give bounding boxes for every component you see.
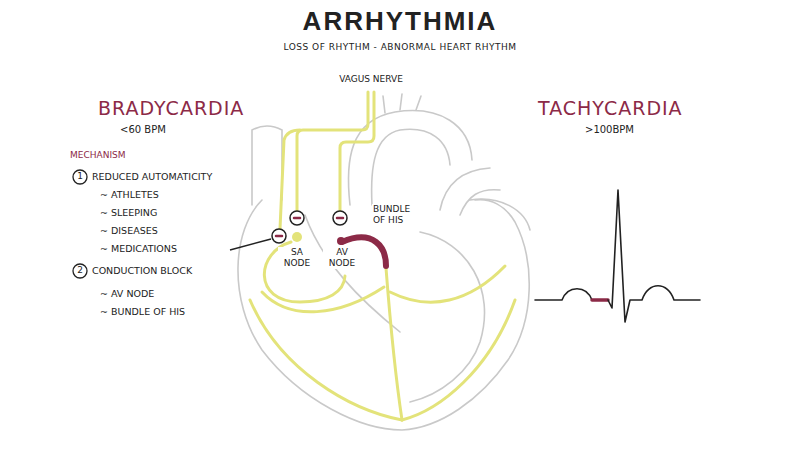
left-branch xyxy=(262,287,384,312)
nerve-endings xyxy=(272,211,347,243)
atrium-wall xyxy=(470,199,530,230)
heading: BRADYCARDIA xyxy=(98,97,244,120)
callout-number: 1 xyxy=(77,171,83,182)
nerve-marks xyxy=(276,218,343,236)
rate-threshold: >100BPM xyxy=(585,124,634,136)
nerve-ending xyxy=(290,211,304,225)
septal-bundle xyxy=(386,268,402,420)
leader-line xyxy=(230,239,271,250)
heading: TACHYCARDIA xyxy=(538,97,683,120)
pulmonary-trunk xyxy=(440,168,500,215)
pr-segment xyxy=(592,298,608,302)
ecg-line xyxy=(535,289,592,300)
list-heading: CONDUCTION BLOCK xyxy=(92,265,192,276)
conduction-system xyxy=(250,242,515,420)
nerve-mark xyxy=(337,217,343,220)
rate-threshold: <60 BPM xyxy=(120,124,166,136)
nerve-label: VAGUS NERVE xyxy=(339,74,403,85)
nerve-ending xyxy=(333,211,347,225)
subtitle: LOSS OF RHYTHM - ABNORMAL HEART RHYTHM xyxy=(283,42,516,53)
list-item: ~ MEDICATIONS xyxy=(100,243,177,254)
section-label: MECHANISM xyxy=(70,150,126,161)
vagus-fibre xyxy=(340,92,374,211)
left-purkinje xyxy=(250,300,402,420)
ecg-trace xyxy=(535,190,700,322)
heart-body xyxy=(238,200,529,430)
part-label: SA NODE xyxy=(278,247,316,269)
right-branch xyxy=(390,266,505,302)
vagus-fibre xyxy=(297,92,368,211)
list-item: ~ DISEASES xyxy=(100,225,158,236)
list-item: ~ SLEEPING xyxy=(100,207,157,218)
sa-node-dot xyxy=(292,232,302,242)
list-item: ~ BUNDLE OF HIS xyxy=(100,306,185,317)
part-label: AV NODE xyxy=(323,247,361,269)
part-label: BUNDLE OF HIS xyxy=(372,204,424,226)
number-circle xyxy=(73,170,87,184)
nerve-mark xyxy=(294,217,300,220)
callout-number: 2 xyxy=(77,265,83,276)
ventricle-wall xyxy=(410,232,485,402)
vagus-nerve xyxy=(280,92,374,229)
aortic-branches xyxy=(383,94,421,113)
title: ARRHYTHMIA xyxy=(303,6,498,37)
right-purkinje xyxy=(402,300,515,420)
nerve-mark xyxy=(276,235,282,238)
list-item: ~ ATHLETES xyxy=(100,189,159,200)
ecg-line xyxy=(608,190,700,322)
vena-cava xyxy=(252,126,282,205)
list-item: ~ AV NODE xyxy=(100,288,154,299)
number-circle xyxy=(73,264,87,278)
heart-outline xyxy=(238,94,530,430)
nerve-ending xyxy=(272,229,286,243)
list-heading: REDUCED AUTOMATICITY xyxy=(92,171,212,182)
